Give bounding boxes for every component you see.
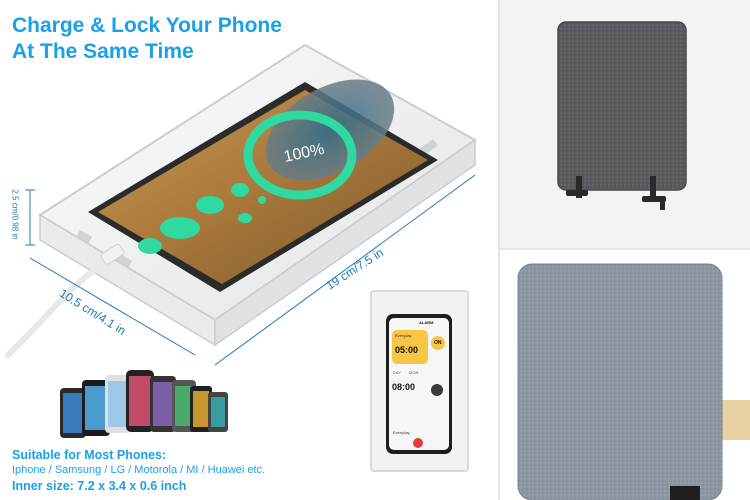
timer-status: ALARM — [419, 320, 434, 325]
dark-felt-panel-illustration — [557, 21, 687, 210]
light-felt-panel — [517, 263, 723, 500]
phone-in-box: 100% — [5, 79, 438, 358]
compatibility-brands: Iphone / Samsung / LG / Motorola / MI / … — [12, 464, 266, 476]
dark-panel-clamps — [566, 176, 666, 210]
timer-day-label-2: MON — [409, 370, 419, 375]
dimension-lines — [25, 174, 476, 366]
charging-ring — [243, 110, 357, 200]
timer-box-inset: ALARM Everyday 05:00 ON DAY MON 08:00 Ev… — [370, 290, 469, 472]
headline-line-1: Charge & Lock Your Phone — [12, 14, 282, 37]
charge-splash — [138, 183, 266, 254]
product-panel-phone-box: Charge & Lock Your Phone At The Same Tim… — [5, 14, 477, 493]
timer-time-main: 05:00 — [395, 345, 419, 355]
light-panel-clamp — [670, 486, 700, 500]
timer-secondary-toggle[interactable] — [431, 384, 443, 396]
product-panel-light-felt-divider — [500, 250, 750, 500]
panel-divider-vertical — [498, 0, 500, 500]
timer-main-card[interactable]: Everyday 05:00 — [392, 330, 428, 364]
timer-phone-screen: ALARM Everyday 05:00 ON DAY MON 08:00 Ev… — [389, 318, 449, 450]
phone-box-illustration: 100% — [5, 43, 477, 366]
dark-felt-panel — [557, 21, 687, 191]
compatibility-inner-size: Inner size: 7.2 x 3.4 x 0.6 inch — [12, 479, 187, 493]
timer-toggle[interactable]: ON — [431, 336, 445, 350]
charging-cable — [5, 259, 108, 358]
compatibility-title: Suitable for Most Phones: — [12, 448, 167, 462]
headline-line-2: At The Same Time — [12, 40, 194, 63]
light-felt-panel-illustration — [517, 263, 750, 500]
timer-time-secondary: 08:00 — [392, 382, 416, 392]
phone-collage — [60, 370, 228, 438]
timer-phone: ALARM Everyday 05:00 ON DAY MON 08:00 Ev… — [386, 314, 452, 454]
timer-toggle-label: ON — [434, 340, 442, 346]
phone-models — [60, 370, 228, 438]
timer-start-button[interactable] — [413, 438, 423, 448]
desk-edge — [720, 400, 750, 440]
panel-divider-horizontal — [500, 248, 750, 250]
timer-day-label-1: DAY — [393, 370, 401, 375]
timer-header-label: Everyday — [395, 333, 412, 338]
timer-footer-label: Everyday — [393, 430, 410, 435]
product-panel-dark-felt-divider — [500, 0, 750, 248]
